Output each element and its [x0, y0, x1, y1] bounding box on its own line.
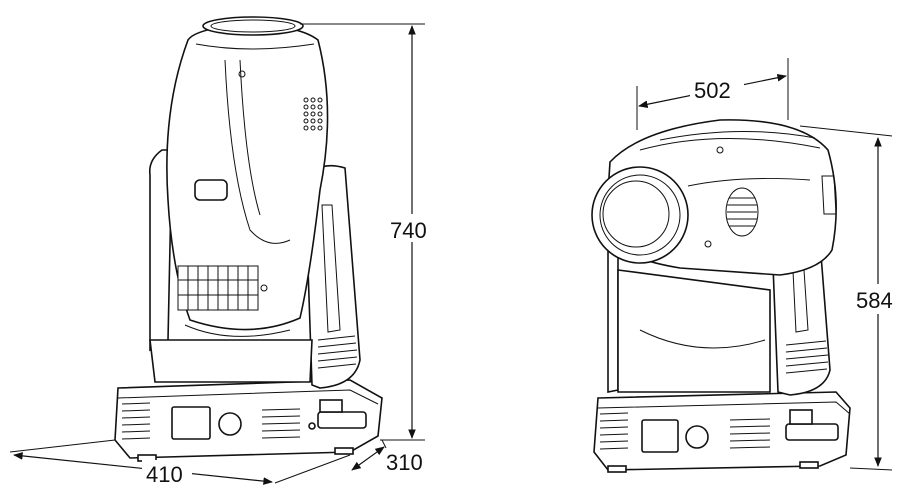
- head-vent-slots: [727, 197, 757, 227]
- head-right: [591, 119, 837, 276]
- dimension-310: 310: [351, 439, 423, 475]
- dim-310-label: 310: [386, 450, 423, 475]
- dim-410-label: 410: [146, 462, 183, 485]
- base-vents-right: [599, 412, 771, 450]
- base-vents-left: [121, 402, 301, 440]
- yoke-left: [148, 149, 361, 389]
- base-right: [593, 391, 851, 473]
- dimension-502: 502: [636, 58, 789, 130]
- dim-584-label: 584: [856, 288, 893, 313]
- head-left: [166, 16, 329, 331]
- dim-740-label: 740: [390, 218, 427, 243]
- speaker-dots: [303, 97, 323, 131]
- dimension-410: 410: [9, 439, 351, 485]
- dimension-740: 740: [300, 23, 436, 441]
- dimension-584: 584: [799, 125, 908, 471]
- fixture-upright: [114, 16, 383, 462]
- dim-502-label: 502: [694, 78, 731, 103]
- head-vent-grille: [178, 266, 258, 310]
- fixture-tilted: [591, 119, 851, 473]
- base-left: [114, 379, 383, 462]
